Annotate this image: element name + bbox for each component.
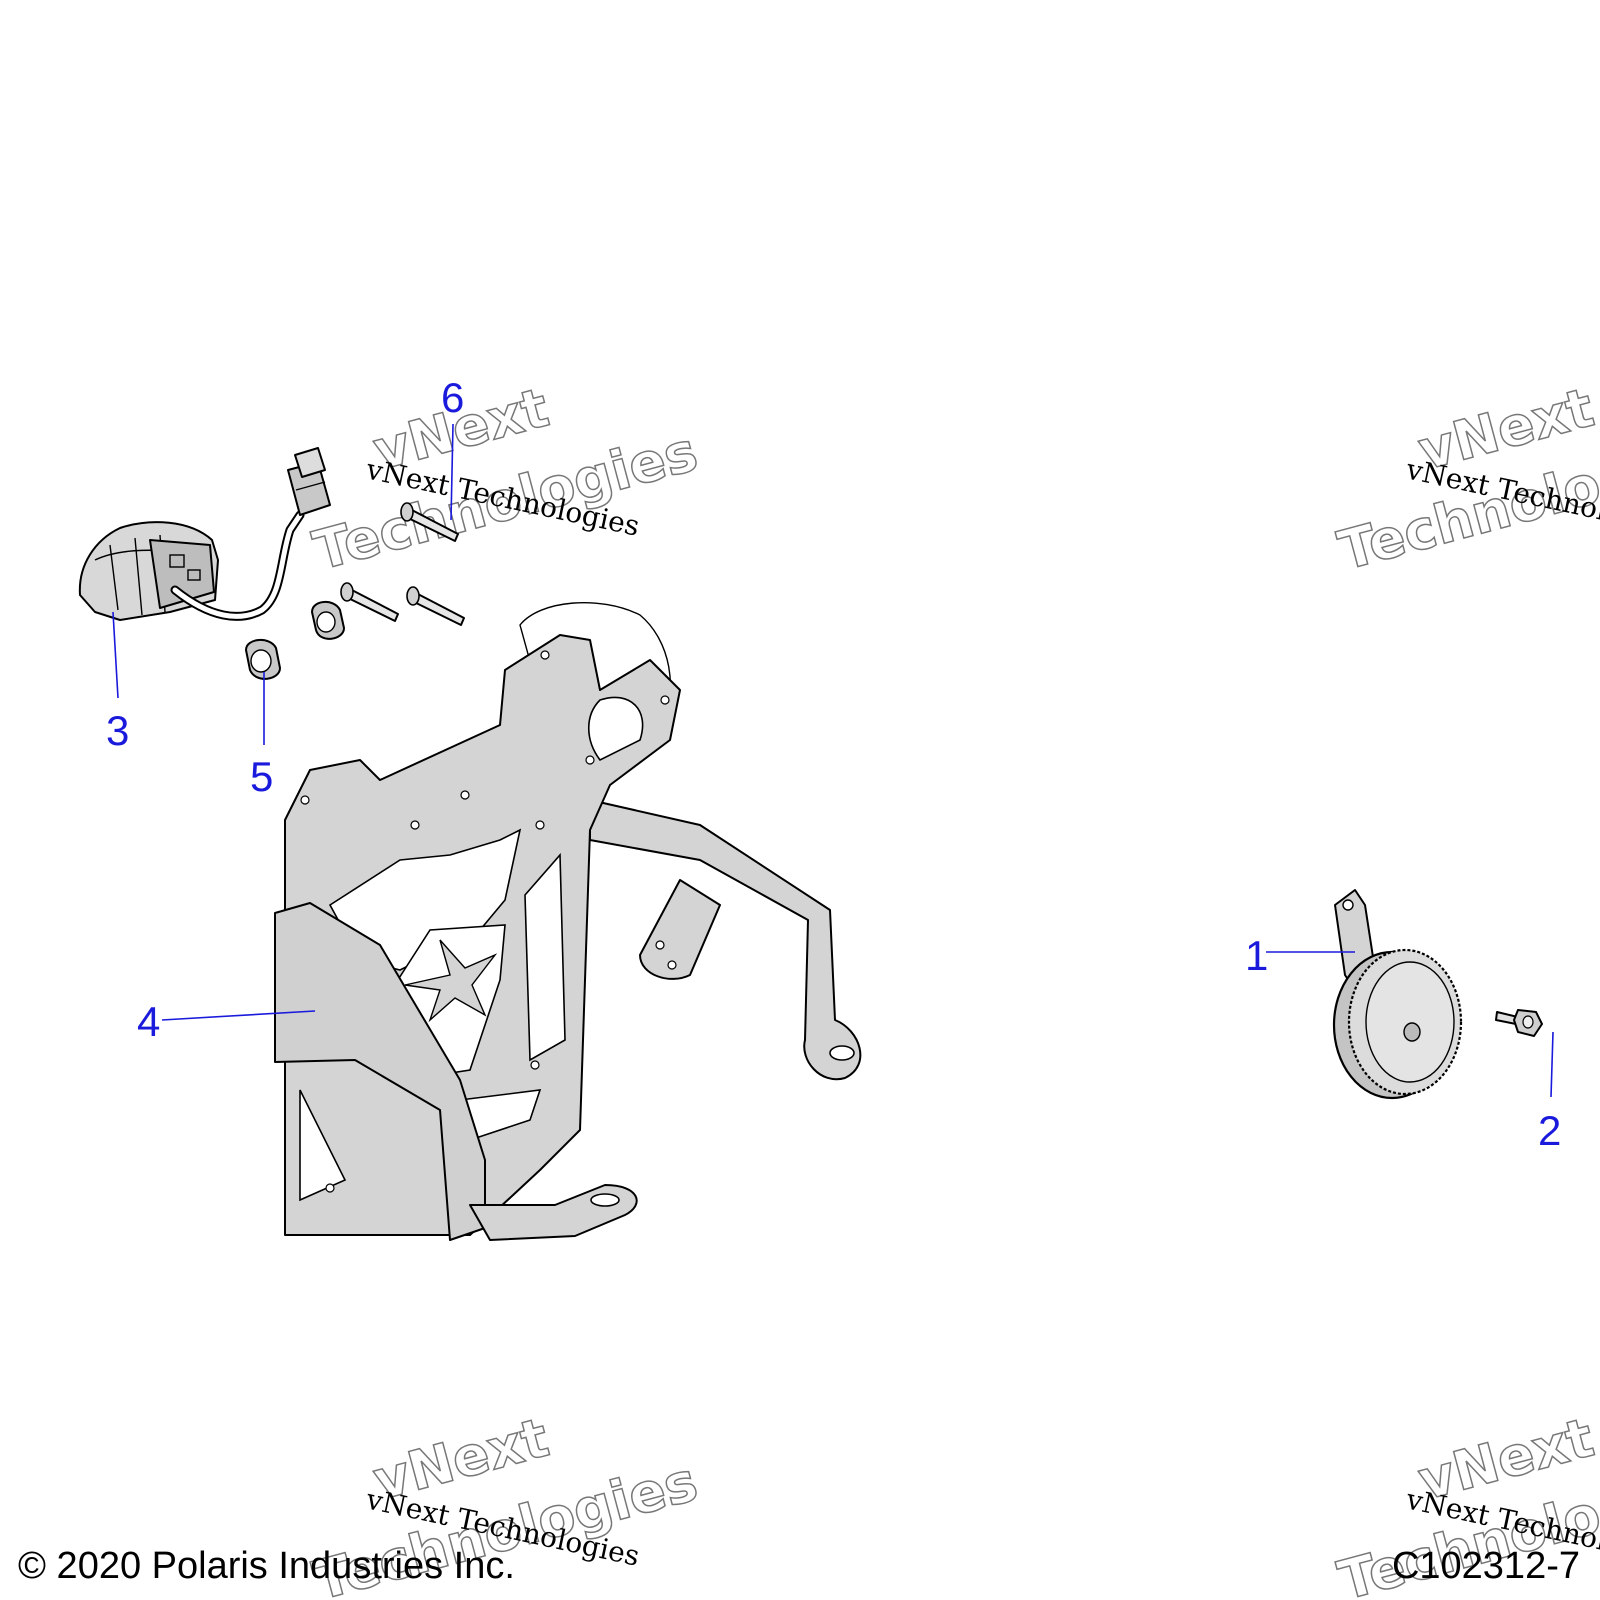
callout-label: 1	[1245, 932, 1268, 979]
mounting-bracket	[274, 601, 862, 1241]
callout-5: 5	[250, 672, 273, 800]
callout-label: 5	[250, 753, 273, 800]
callout-4: 4	[137, 998, 316, 1045]
callout-label: 6	[441, 374, 464, 421]
bolt-2	[340, 582, 399, 622]
screw	[1495, 1009, 1543, 1037]
spacer-washer-2	[311, 601, 345, 640]
copyright-text: © 2020 Polaris Industries Inc.	[18, 1545, 515, 1587]
callout-label: 2	[1538, 1107, 1561, 1154]
light-assembly	[78, 447, 331, 621]
horn	[1332, 889, 1463, 1100]
callout-label: 3	[106, 707, 129, 754]
bolt-1	[400, 502, 459, 542]
callout-1: 1	[1245, 932, 1355, 979]
spacer-washer-1	[245, 639, 281, 680]
figure-id: C102312-7	[1392, 1545, 1580, 1587]
callout-3: 3	[106, 611, 129, 754]
callout-6: 6	[441, 374, 464, 521]
bolt-3	[406, 586, 465, 626]
callout-label: 4	[137, 998, 160, 1045]
watermark-top-right: vNext Technologies vNext Technologies	[1331, 375, 1600, 583]
watermark-top-left: vNext Technologies vNext Technologies	[306, 375, 704, 583]
callout-2: 2	[1538, 1031, 1561, 1154]
